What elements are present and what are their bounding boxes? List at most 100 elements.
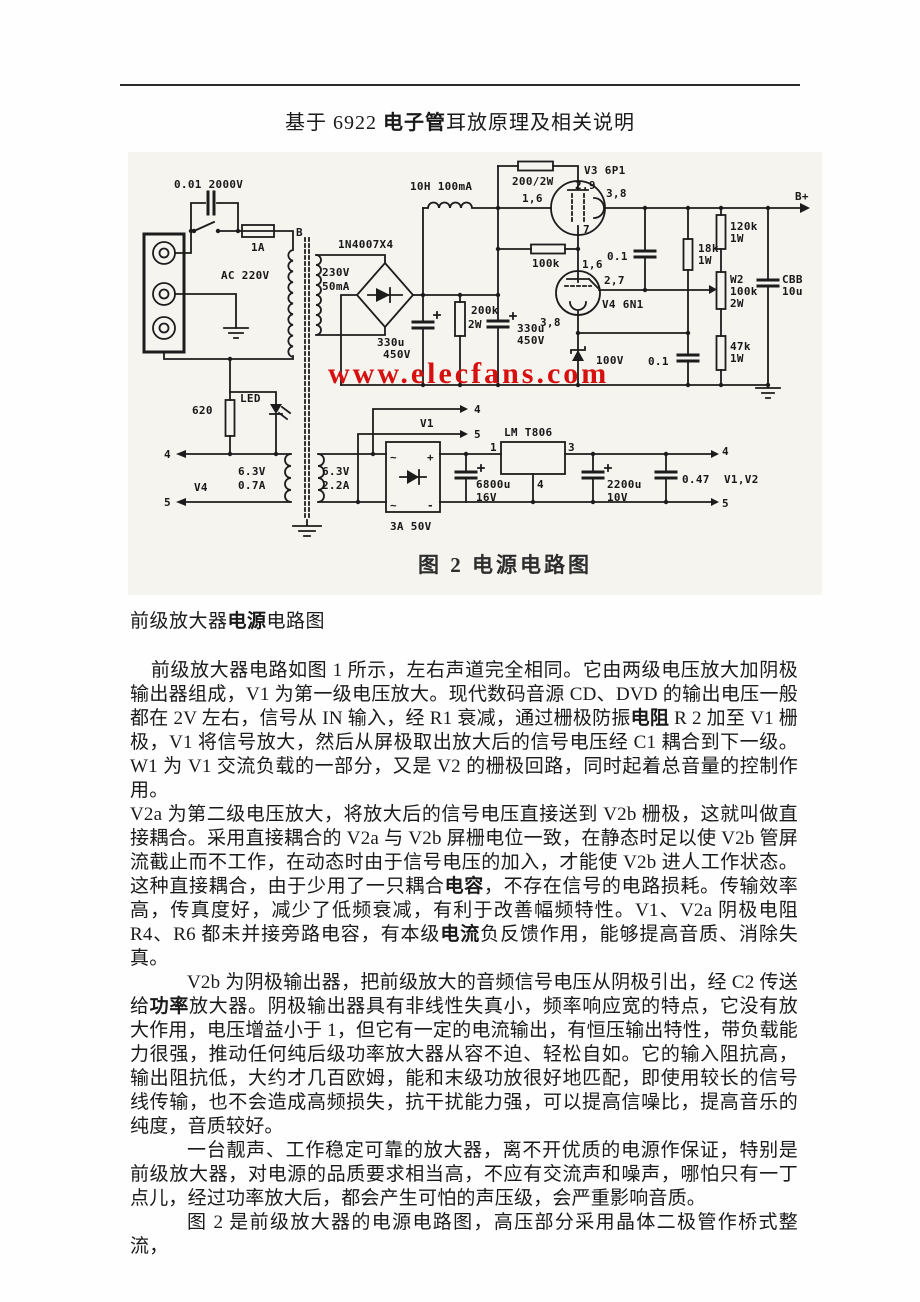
lv-bridge-rectifier: [385, 441, 441, 513]
label-r120k: 120k: [730, 220, 758, 233]
label-led: LED: [240, 392, 261, 405]
label-grid-resistor: 100k: [532, 257, 560, 270]
label-cap-01b: 0.1: [648, 355, 669, 368]
heater-winding-1: [284, 453, 292, 503]
paragraph-5: 图 2 是前级放大器的电源电路图，高压部分采用晶体二极管作桥式整流，: [130, 1212, 798, 1257]
label-cap1-voltage: 450V: [383, 348, 411, 361]
label-fuse: 1A: [251, 241, 265, 254]
label-v4-pin38: 3,8: [540, 316, 561, 329]
keyword-current: 电流: [440, 924, 481, 945]
label-v4-heater: V4: [194, 481, 208, 494]
paragraph-3: V2b 为阴极输出器，把前级放大的音频信号电压从阴极引出，经 C2 传送给功率放…: [130, 972, 799, 1137]
paragraph-1: 前级放大器电路如图 1 所示，左右声道完全相同。它由两级电压放大加阴极输出器组成…: [130, 660, 799, 801]
ac-pin-1: [152, 241, 176, 265]
heading-keyword: 电源: [227, 611, 267, 632]
label-c6800: 6800u: [476, 478, 511, 491]
section-heading: 前级放大器电源电路图: [130, 610, 325, 634]
label-reg-pin3: 3: [568, 441, 575, 454]
paragraph-2: V2a 为第二级电压放大，将放大后的信号电压直接送到 V2b 栅极，这就叫做直接…: [130, 804, 799, 969]
label-plate-resistor: 200/2W: [512, 175, 554, 188]
label-bridge-diodes: 1N4007X4: [338, 238, 393, 251]
paragraph-4: 一台靓声、工作稳定可靠的放大器，离不开优质的电源作保证，特别是前级放大器，对电源…: [130, 1140, 798, 1209]
label-cap1-value: 330u: [377, 336, 405, 349]
label-choke: 10H 100mA: [410, 180, 472, 193]
label-r120k-power: 1W: [730, 232, 744, 245]
keyword-resistor: 电阻: [630, 708, 670, 729]
label-heater2-voltage: 6.3V: [322, 465, 350, 478]
label-heater1-current: 0.7A: [238, 479, 266, 492]
label-c2200: 2200u: [607, 478, 642, 491]
label-pot-power: 2W: [730, 297, 744, 310]
choke: [427, 201, 473, 209]
figure-caption: 图 2 电源电路图: [418, 553, 592, 577]
watermark-text: www.elecfans.com: [328, 357, 609, 390]
label-bplus: B+: [795, 190, 809, 203]
label-secondary-current: 50mA: [322, 280, 350, 293]
label-lv-bridge-rating: 3A 50V: [390, 520, 432, 533]
label-v3-pin38: 3,8: [606, 187, 627, 200]
label-bleeder-value: 200k: [471, 304, 499, 317]
keyword-power: 功率: [149, 996, 189, 1017]
label-heater-pin4a: 4: [164, 448, 171, 461]
label-v3-pin16: 1,6: [522, 192, 543, 205]
keyword-capacitor: 电容: [444, 876, 484, 897]
figure-power-supply-schematic: 0.01 2000V 1A AC 220V B 230V 50mA 1N4007…: [128, 152, 822, 595]
label-out-pin4: 4: [722, 445, 729, 458]
label-core: B: [296, 226, 303, 239]
regulator-lm: [500, 441, 566, 475]
label-v3-pin29: 2,9: [575, 179, 596, 192]
label-v1v2: V1,V2: [724, 473, 759, 486]
label-r18k: 18k: [698, 242, 719, 255]
label-v4-pin16: 1,6: [582, 258, 603, 271]
label-reg-pin4: 4: [537, 478, 544, 491]
label-secondary-voltage: 230V: [322, 266, 350, 279]
title-pre: 基于 6922: [285, 112, 383, 134]
header-rule: [120, 84, 800, 86]
label-v1-heater: V1: [420, 417, 434, 430]
schematic-svg: 0.01 2000V 1A AC 220V B 230V 50mA 1N4007…: [142, 160, 810, 577]
label-heater-pin4b: 4: [474, 403, 481, 416]
heading-post: 电路图: [266, 611, 326, 632]
pot-w2: [715, 271, 727, 310]
label-cbb: CBB: [782, 273, 803, 286]
label-v3: V3 6P1: [584, 164, 626, 177]
label-v4: V4 6N1: [602, 298, 644, 311]
label-cap2-voltage: 450V: [517, 334, 545, 347]
label-cap-01a: 0.1: [607, 250, 628, 263]
label-r47k-power: 1W: [730, 352, 744, 365]
label-lv-ac2: ~: [390, 499, 397, 512]
hv-bridge-rectifier: [355, 261, 415, 329]
label-c2200-voltage: 10V: [607, 491, 628, 504]
label-zener: 100V: [596, 354, 624, 367]
label-lv-ac1: ~: [390, 451, 397, 464]
label-heater-pin5b: 5: [474, 428, 481, 441]
ac-pin-2: [152, 282, 176, 306]
label-v3-pin7: 7: [583, 223, 590, 236]
label-heater-pin5a: 5: [164, 496, 171, 509]
label-c047: 0.47: [682, 473, 710, 486]
label-v4-pin27: 2,7: [604, 274, 625, 287]
label-cbb-value: 10u: [782, 285, 803, 298]
ac-socket: [142, 232, 186, 354]
label-lv-minus: -: [427, 499, 434, 512]
label-r47k: 47k: [730, 340, 751, 353]
label-r18k-power: 1W: [698, 254, 712, 267]
label-input-cap: 0.01 2000V: [174, 178, 243, 191]
heater-winding-2: [317, 453, 325, 503]
label-pot-value: 100k: [730, 285, 758, 298]
label-c6800-voltage: 16V: [476, 491, 497, 504]
label-pot-name: W2: [730, 273, 744, 286]
transformer-core: [304, 237, 310, 521]
label-heater2-current: 2.2A: [322, 479, 350, 492]
page-title: 基于 6922 电子管耳放原理及相关说明: [126, 106, 794, 135]
body-text: 前级放大器电路如图 1 所示，左右声道完全相同。它由两级电压放大加阴极输出器组成…: [130, 659, 798, 1259]
label-regulator: LM T806: [504, 426, 553, 439]
label-out-pin5: 5: [722, 497, 729, 510]
ac-pin-3: [152, 316, 176, 340]
label-ac-voltage: AC 220V: [221, 269, 270, 282]
title-post: 耳放原理及相关说明: [446, 112, 635, 134]
label-cap2-value: 330u: [517, 322, 545, 335]
transformer-secondary-hv: [315, 254, 322, 336]
transformer-primary: [287, 249, 294, 358]
